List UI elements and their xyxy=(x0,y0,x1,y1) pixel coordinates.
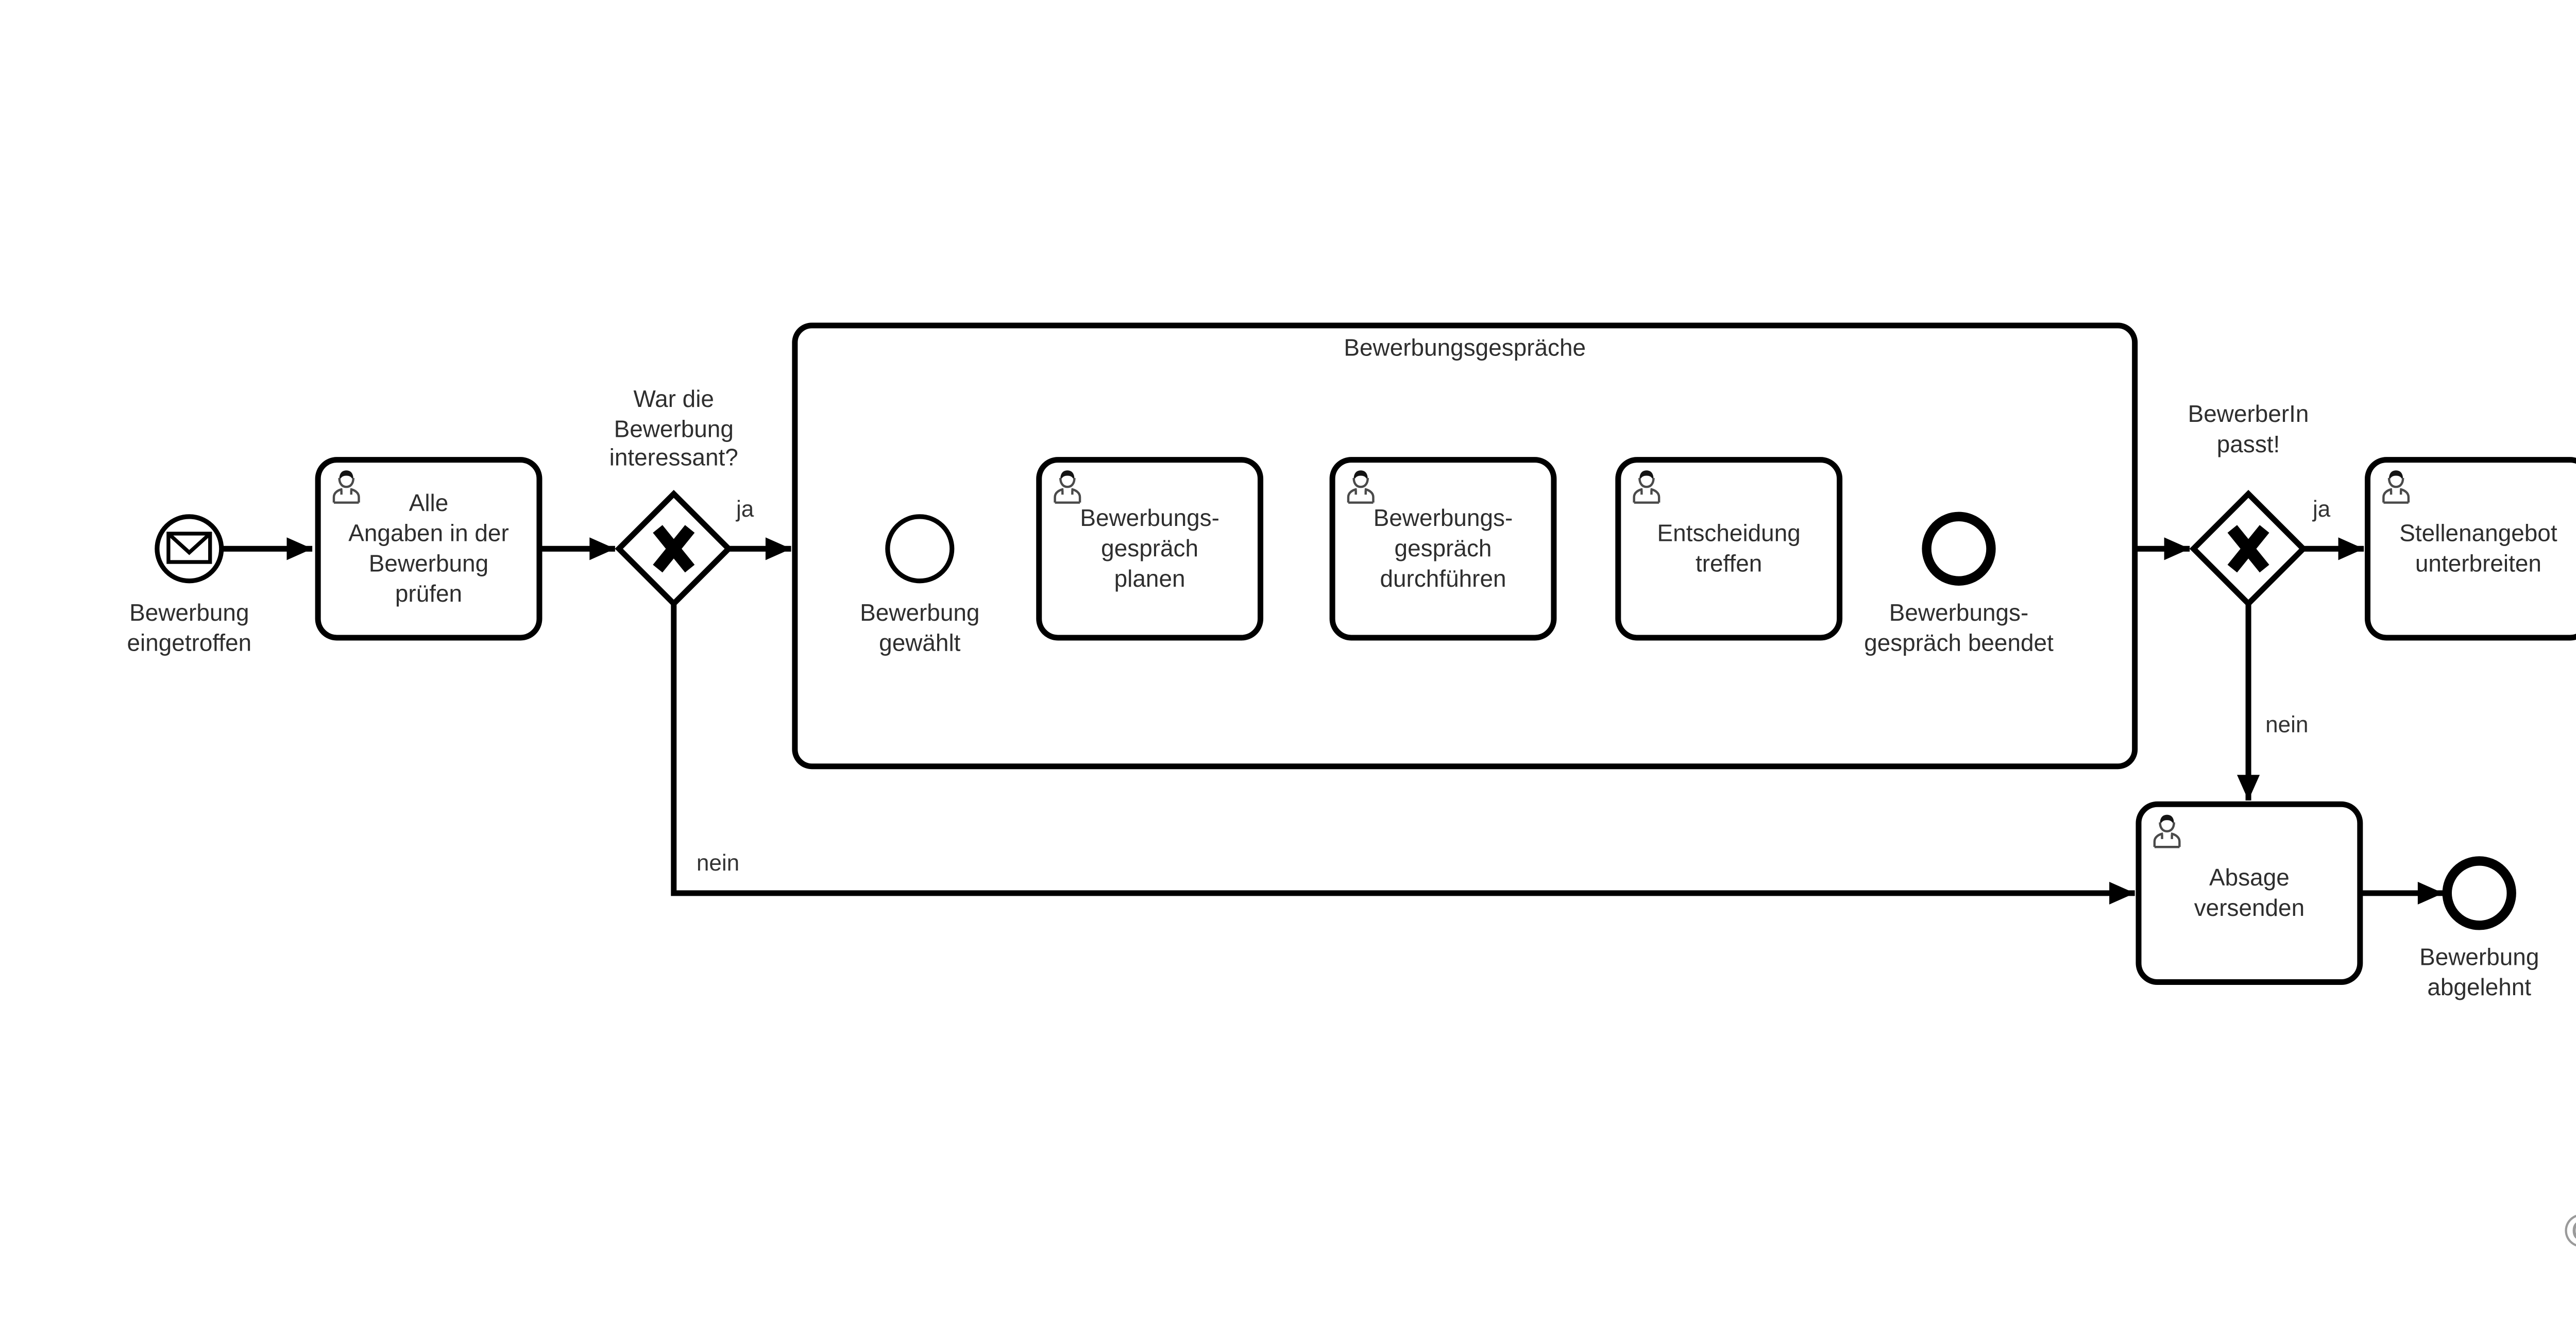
copyright-text: © straling GmbH xyxy=(2476,1205,2576,1260)
subprocess-title: Bewerbungsgespräche xyxy=(1344,335,1586,362)
task-gespraech-planen xyxy=(1036,457,1264,641)
label-task-gespraech-planen: Bewerbungs- gespräch planen xyxy=(1080,505,1219,592)
label-task-absage-versenden: Absage versenden xyxy=(2194,864,2305,922)
label-gateway1-ja: ja xyxy=(736,496,754,522)
label-end-event-abgelehnt: Bewerbung abgelehnt xyxy=(2419,944,2539,1000)
label-gateway2-nein: nein xyxy=(2265,711,2309,738)
start-event-bewerbung-eingetroffen xyxy=(155,514,224,584)
end-event-bewerbung-abgelehnt xyxy=(2442,856,2516,930)
label-task-entscheidung-treffen: Entscheidung treffen xyxy=(1657,520,1801,577)
exclusive-gateway-x-icon xyxy=(2227,525,2269,573)
label-task-stellenangebot: Stellenangebot unterbreiten xyxy=(2399,520,2557,577)
message-envelope-icon xyxy=(166,532,212,564)
label-gateway2-ja: ja xyxy=(2312,496,2331,522)
task-angaben-pruefen xyxy=(315,457,543,641)
gateway-war-die-bewerbung-interessant xyxy=(615,489,733,608)
start-event-bewerbung-gewaehlt xyxy=(885,514,955,584)
label-gateway1-nein: nein xyxy=(696,849,740,876)
exclusive-gateway-x-icon xyxy=(653,525,695,573)
task-stellenangebot-unterbreiten xyxy=(2365,457,2576,641)
label-gateway2-question: BewerberIn passt! xyxy=(2188,401,2309,457)
gateway-bewerberin-passt xyxy=(2189,489,2308,608)
task-entscheidung-treffen xyxy=(1615,457,1843,641)
label-gateway1-question: War die Bewerbung interessant? xyxy=(609,386,738,471)
label-inner-end-event: Bewerbungs- gespräch beendet xyxy=(1864,600,2054,656)
task-absage-versenden xyxy=(2136,801,2363,985)
label-inner-start-event: Bewerbung gewählt xyxy=(860,600,980,656)
label-start-event: Bewerbung eingetroffen xyxy=(127,600,252,656)
label-task-gespraech-durchfuehren: Bewerbungs- gespräch durchführen xyxy=(1373,505,1513,592)
label-task-angaben-pruefen: Alle Angaben in der Bewerbung prüfen xyxy=(348,490,509,608)
task-gespraech-durchfuehren xyxy=(1329,457,1557,641)
end-event-gespraech-beendet xyxy=(1922,512,1996,586)
flow-gateway1-nein-to-rejection xyxy=(671,603,2135,905)
